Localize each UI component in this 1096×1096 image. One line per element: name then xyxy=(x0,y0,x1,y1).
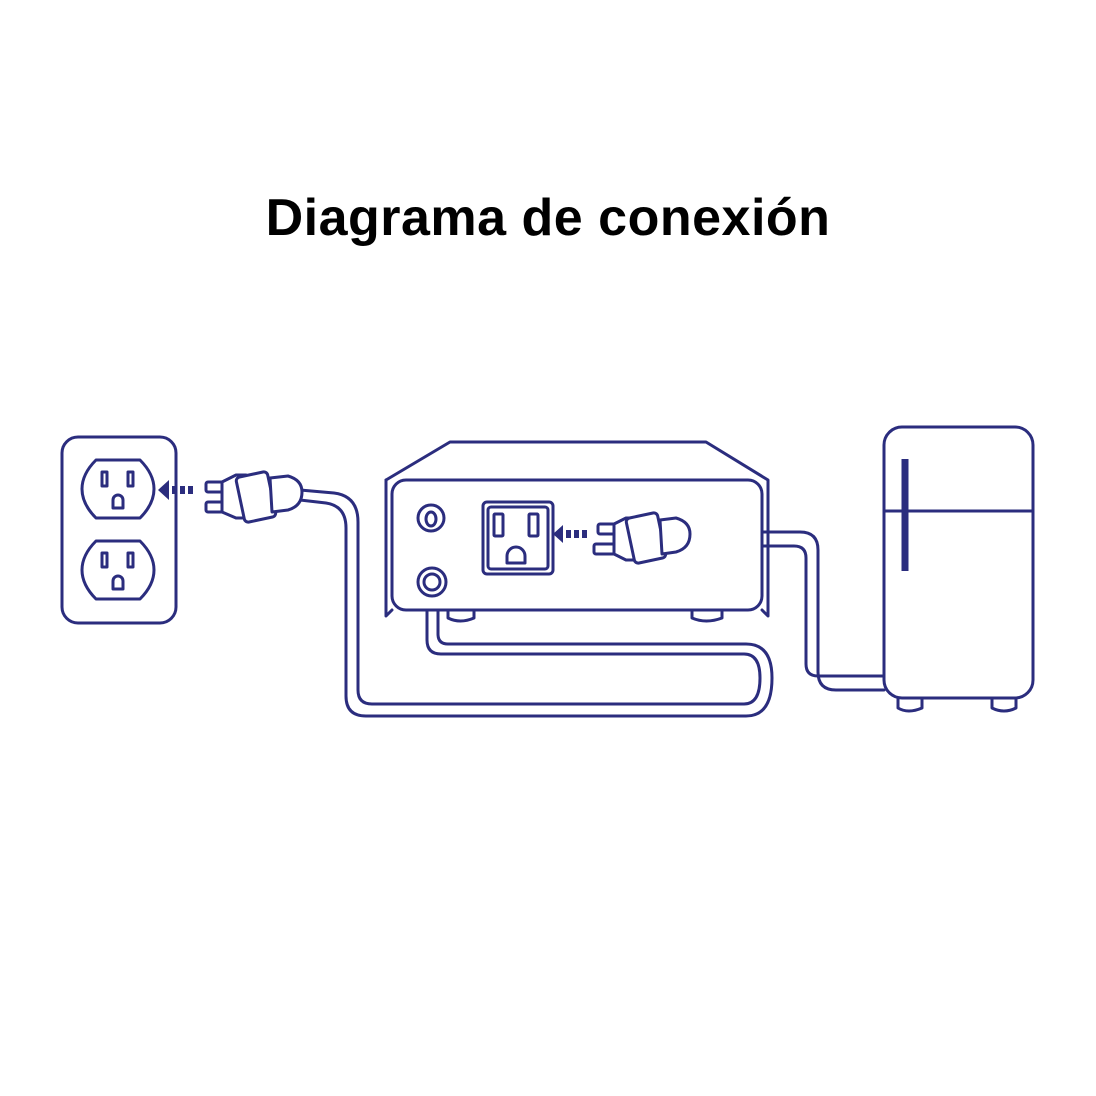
fridge-foot xyxy=(896,696,924,713)
appliance-plug xyxy=(592,511,692,565)
input-cord xyxy=(298,488,774,718)
diagram-lines xyxy=(60,425,1035,718)
regulator-device xyxy=(384,440,770,623)
power-switch-icon xyxy=(416,503,446,533)
upper-receptacle xyxy=(80,458,156,520)
wall-outlet xyxy=(60,435,178,625)
fridge-cord xyxy=(686,530,886,692)
diagram-title: Diagrama de conexión xyxy=(265,189,831,247)
device-foot xyxy=(446,608,476,623)
refrigerator xyxy=(882,425,1035,713)
lower-receptacle xyxy=(80,539,156,601)
fridge-foot xyxy=(990,696,1018,713)
device-foot xyxy=(690,608,724,623)
wall-plug xyxy=(204,470,304,524)
device-plug-arrow-icon xyxy=(553,525,587,543)
wall-plug-arrow-icon xyxy=(158,480,193,500)
device-receptacle xyxy=(481,500,555,576)
cable-grommet xyxy=(416,566,448,598)
